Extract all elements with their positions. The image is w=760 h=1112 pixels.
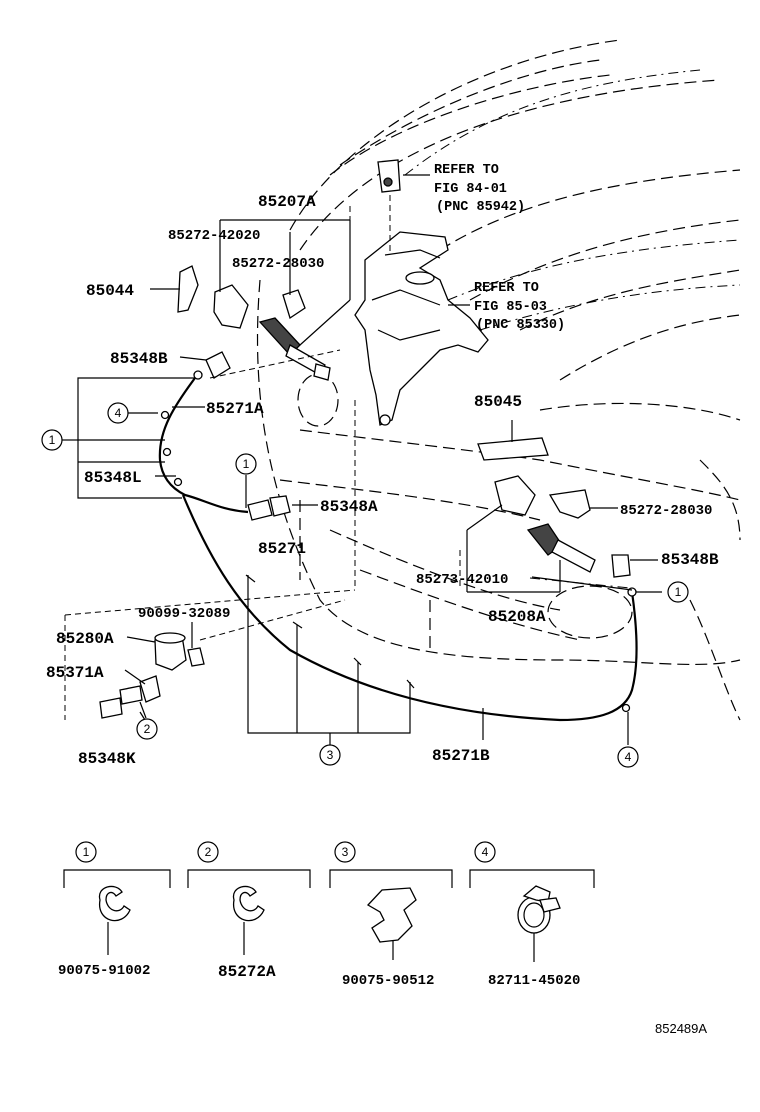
reference-lines bbox=[64, 69, 741, 720]
svg-text:3: 3 bbox=[327, 748, 334, 762]
label-90099-32089: 90099-32089 bbox=[138, 606, 230, 622]
legend-part-3: 90075-90512 bbox=[342, 973, 434, 989]
label-85272-28030-top: 85272-28030 bbox=[232, 256, 324, 272]
bracket-refer-84-01 bbox=[377, 159, 430, 255]
svg-text:4: 4 bbox=[625, 750, 632, 764]
label-85044: 85044 bbox=[86, 282, 134, 300]
callout-2-pump: 2 bbox=[136, 718, 158, 740]
ref1-line3: (PNC 85942) bbox=[436, 200, 525, 215]
right-washer-parts bbox=[477, 420, 658, 578]
illustration-id: 852489A bbox=[655, 1021, 707, 1036]
hoses bbox=[158, 377, 638, 722]
ref2-line2: FIG 85-03 bbox=[474, 300, 547, 315]
left-washer-parts bbox=[150, 265, 331, 381]
legend-item-1: 1 90075-91002 bbox=[58, 841, 171, 979]
svg-text:2: 2 bbox=[144, 722, 151, 736]
label-85207A: 85207A bbox=[258, 193, 316, 211]
ref1-line1: REFER TO bbox=[434, 163, 499, 178]
legend-part-4: 82711-45020 bbox=[488, 973, 580, 989]
label-85280A: 85280A bbox=[56, 630, 114, 648]
label-85348B-left: 85348B bbox=[110, 350, 168, 368]
label-85208A: 85208A bbox=[488, 608, 546, 626]
label-85272-28030-right: 85272-28030 bbox=[620, 503, 712, 519]
ref1-line2: FIG 84-01 bbox=[434, 182, 507, 197]
legend-item-4: 4 82711-45020 bbox=[469, 841, 595, 989]
label-85271B: 85271B bbox=[432, 747, 490, 765]
callout-1-left: 1 bbox=[41, 429, 63, 451]
vehicle-body-outline bbox=[256, 39, 741, 721]
ref2-line1: REFER TO bbox=[474, 281, 539, 296]
callout-3-hose: 3 bbox=[319, 744, 341, 766]
svg-text:4: 4 bbox=[482, 845, 489, 859]
label-85348K: 85348K bbox=[78, 750, 136, 768]
label-85348A: 85348A bbox=[320, 498, 378, 516]
svg-text:2: 2 bbox=[205, 845, 212, 859]
label-85271A: 85271A bbox=[206, 400, 264, 418]
label-85348L: 85348L bbox=[84, 469, 142, 487]
svg-text:1: 1 bbox=[83, 845, 90, 859]
callouts: 1 4 1 2 3 1 4 bbox=[41, 402, 689, 768]
callout-1-right: 1 bbox=[667, 581, 689, 603]
legend-part-2: 85272A bbox=[218, 963, 276, 981]
svg-text:1: 1 bbox=[243, 457, 250, 471]
label-85348B-right: 85348B bbox=[661, 551, 719, 569]
callout-4-right: 4 bbox=[617, 746, 639, 768]
legend-item-3: 3 90075-90512 bbox=[329, 841, 453, 989]
label-85371A: 85371A bbox=[46, 664, 104, 682]
legend-part-1: 90075-91002 bbox=[58, 963, 150, 979]
fitting-85348A bbox=[247, 495, 318, 521]
part-labels: 85207A 85272-42020 85272-28030 85044 853… bbox=[46, 193, 719, 768]
label-85273-42010: 85273-42010 bbox=[416, 572, 508, 588]
svg-text:3: 3 bbox=[342, 845, 349, 859]
washer-tank bbox=[354, 231, 489, 426]
label-85045: 85045 bbox=[474, 393, 522, 411]
legend: 1 90075-91002 2 85272A 3 90075-90512 bbox=[58, 841, 595, 989]
callout-4-left: 4 bbox=[107, 402, 129, 424]
washer-pump bbox=[99, 622, 205, 719]
ref2-line3: (PNC 85330) bbox=[476, 318, 565, 333]
leader-lines bbox=[62, 219, 662, 745]
svg-text:4: 4 bbox=[115, 406, 122, 420]
svg-text:1: 1 bbox=[49, 433, 56, 447]
label-85272-42020: 85272-42020 bbox=[168, 228, 260, 244]
label-85271: 85271 bbox=[258, 540, 306, 558]
callout-1-mid: 1 bbox=[235, 453, 257, 475]
reference-notes: REFER TO FIG 84-01 (PNC 85942) REFER TO … bbox=[434, 163, 565, 333]
legend-item-2: 2 85272A bbox=[187, 841, 311, 981]
svg-text:1: 1 bbox=[675, 585, 682, 599]
